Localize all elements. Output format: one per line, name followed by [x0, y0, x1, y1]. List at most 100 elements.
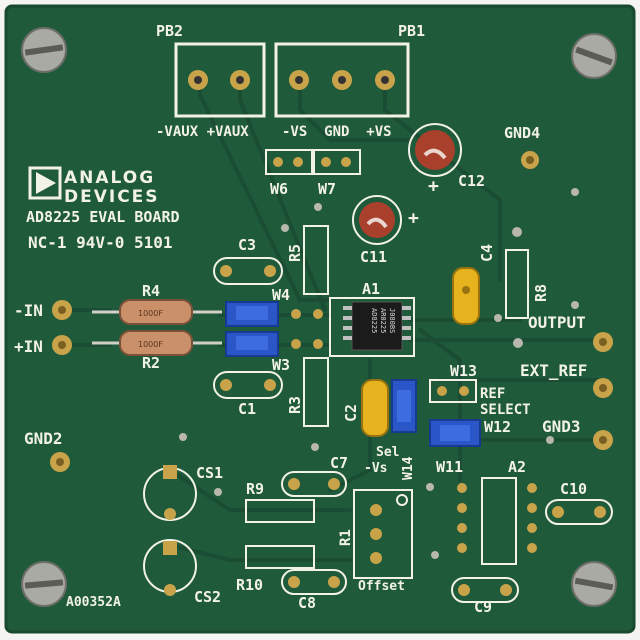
label-w7: W7 — [318, 180, 336, 198]
label-w12: W12 — [484, 418, 511, 436]
label-pb1: PB1 — [398, 22, 425, 40]
mounting-screw-icon — [21, 561, 67, 607]
a1-outline — [329, 297, 415, 357]
r10-outline — [245, 545, 315, 569]
mounting-screw-icon — [21, 27, 67, 73]
label-w6: W6 — [270, 180, 288, 198]
label-gnd3: GND3 — [542, 417, 581, 436]
board-rating: NC-1 94V-0 5101 — [28, 233, 173, 252]
label-c11: C11 — [360, 248, 387, 266]
logo-line2: DEVICES — [64, 187, 160, 207]
label-r8: R8 — [532, 284, 550, 302]
jumper-w12 — [429, 419, 481, 447]
vias — [179, 188, 579, 559]
capacitor-c12 — [408, 123, 462, 177]
capacitor-c11 — [352, 195, 402, 245]
label-ref: REF — [480, 386, 505, 402]
label-cs1: CS1 — [196, 464, 223, 482]
label-c1: C1 — [238, 400, 256, 418]
c11-polarity: + — [408, 208, 419, 229]
capacitor-c3 — [213, 257, 283, 285]
label-sel-vs: -Vs — [364, 461, 387, 476]
terminal-pad — [188, 70, 395, 90]
resistor-r4 — [92, 299, 222, 325]
test-point-icon — [52, 335, 72, 355]
analog-devices-logo-icon — [28, 166, 62, 200]
capacitor-c1 — [213, 371, 283, 399]
capacitor-c2 — [361, 379, 389, 437]
test-point-icon — [52, 300, 72, 320]
mounting-screw-icon — [571, 33, 617, 79]
label-c8: C8 — [298, 594, 316, 612]
label-w11: W11 — [436, 458, 463, 476]
label-ext-ref: EXT_REF — [520, 361, 587, 380]
header-pins — [273, 157, 351, 167]
a2-outline — [481, 477, 517, 565]
label-w13: W13 — [450, 362, 477, 380]
jumper-w3 — [225, 331, 279, 357]
offset-pot-outline — [353, 489, 413, 579]
label-a2: A2 — [508, 458, 526, 476]
logo-line1: ANALOG — [64, 168, 155, 188]
test-point-icon — [593, 378, 613, 398]
label-offset: Offset — [358, 579, 405, 594]
test-point-icon — [521, 151, 539, 169]
label-gnd2: GND2 — [24, 429, 63, 448]
label-r3: R3 — [286, 396, 304, 414]
board-title: AD8225 EVAL BOARD — [26, 208, 180, 226]
r2-marking: 1000F — [138, 340, 163, 349]
chip-line1: AD8225 — [370, 308, 378, 333]
label-sel: Sel — [376, 445, 399, 460]
mounting-screw-icon — [571, 561, 617, 607]
capacitor-c8 — [281, 569, 347, 595]
header-pins — [457, 483, 537, 553]
jumper-w14 — [391, 379, 417, 433]
chip-line3: J080BS — [388, 308, 396, 333]
capacitor-cs2 — [143, 539, 197, 596]
label-select: SELECT — [480, 402, 531, 418]
label-c7: C7 — [330, 454, 348, 472]
pot-marker — [396, 494, 408, 506]
label-c9: C9 — [474, 598, 492, 616]
capacitor-c7 — [281, 471, 347, 497]
label-c10: C10 — [560, 480, 587, 498]
r9-outline — [245, 499, 315, 523]
label-part-no: A00352A — [66, 595, 121, 610]
capacitor-c10 — [545, 499, 613, 525]
capacitor-cs1 — [143, 465, 197, 521]
jumper-w4 — [225, 301, 279, 327]
c12-polarity: + — [428, 176, 439, 197]
test-point-icon — [593, 430, 613, 450]
label-c2: C2 — [342, 404, 360, 422]
label-a1: A1 — [362, 280, 380, 298]
r3-outline — [303, 357, 329, 427]
label-r5: R5 — [286, 244, 304, 262]
label-w14: W14 — [401, 456, 416, 480]
r4-marking: 1000F — [138, 309, 163, 318]
pb1-outline — [274, 42, 410, 118]
capacitor-c9 — [451, 577, 519, 603]
r5-outline — [303, 225, 329, 295]
ic-a1 — [343, 301, 411, 351]
w7-outline — [313, 149, 361, 175]
label-r4: R4 — [142, 282, 160, 300]
label-r2: R2 — [142, 354, 160, 372]
header-pins — [437, 386, 469, 396]
label-c3: C3 — [238, 236, 256, 254]
r8-outline — [505, 249, 529, 319]
w6-outline — [265, 149, 313, 175]
label-pb1-pins: -VS GND +VS — [282, 124, 392, 140]
label-c12: C12 — [458, 172, 485, 190]
pot-pins — [370, 504, 382, 564]
header-pins — [291, 309, 323, 349]
label-r10: R10 — [236, 576, 263, 594]
label-w3: W3 — [272, 356, 290, 374]
label-output: OUTPUT — [528, 313, 586, 332]
label-r9: R9 — [246, 480, 264, 498]
resistor-r2 — [92, 330, 222, 356]
w13-outline — [429, 379, 477, 403]
chip-line2: AR0225 — [379, 308, 387, 333]
label-pb2: PB2 — [156, 22, 183, 40]
label-r1: R1 — [338, 529, 354, 546]
